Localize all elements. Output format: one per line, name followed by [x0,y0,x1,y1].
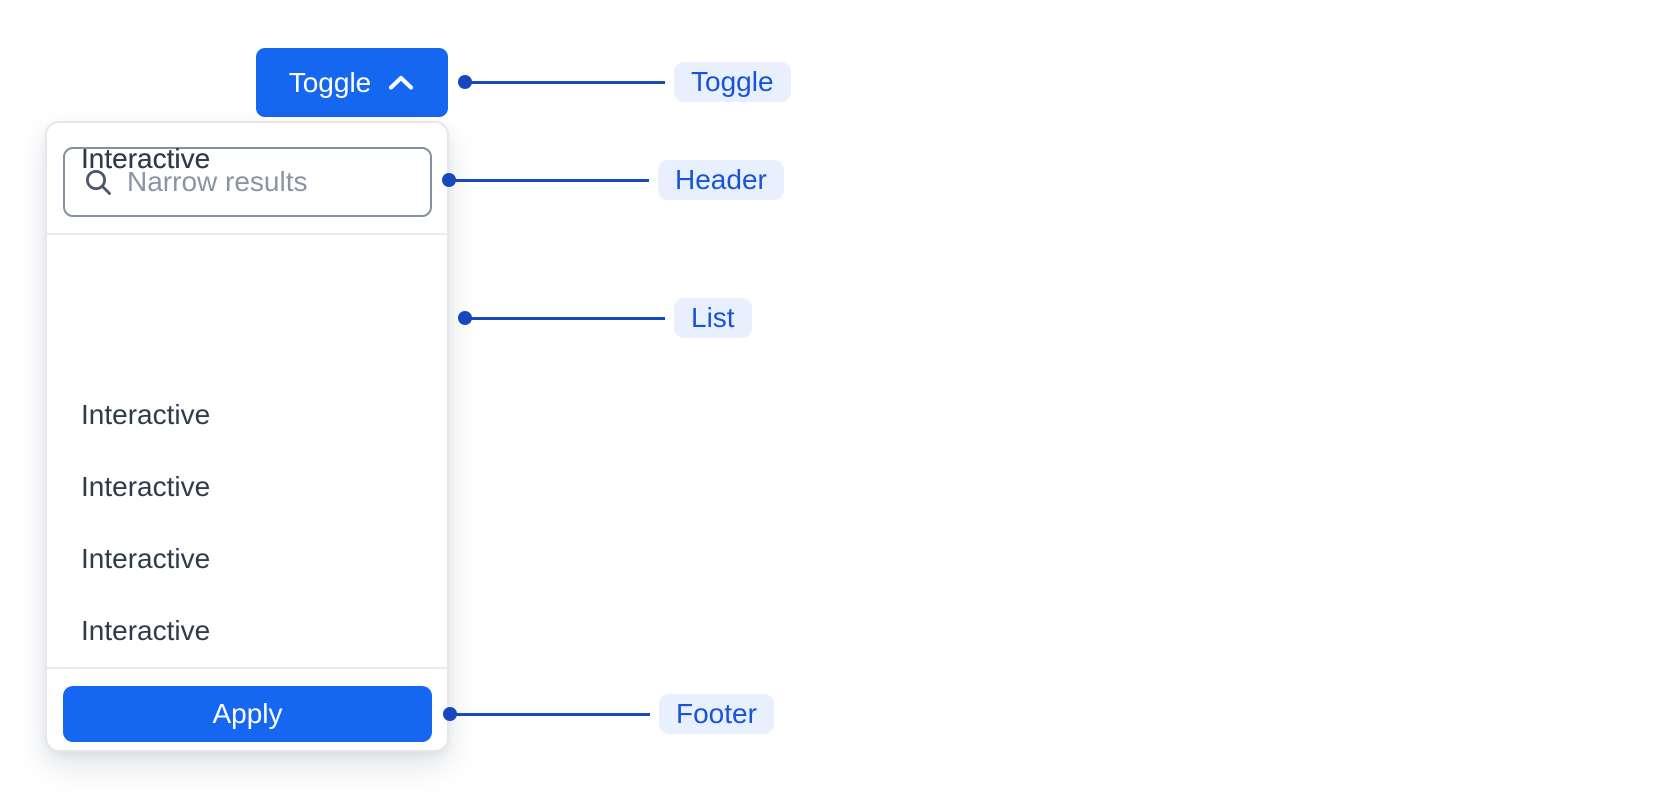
callout-line [470,316,665,320]
callout-line [455,712,650,716]
list-item[interactable]: Interactive [81,143,211,174]
callout-line [454,178,649,182]
list-item[interactable]: Interactive [81,399,211,430]
callout-dot [458,311,472,325]
callout-line [470,80,665,84]
callout-dot [443,707,457,721]
callout-dot [458,75,472,89]
list-item[interactable]: Interactive [81,615,211,646]
callout-label-header: Header [658,160,784,200]
callout-dot [442,173,456,187]
header-divider [47,233,447,235]
footer-divider [47,667,447,669]
search-icon [83,167,113,197]
list-item[interactable]: Interactive [81,143,211,174]
list-item[interactable]: Interactive [81,471,211,502]
search-input[interactable] [127,166,414,198]
dropdown-header [63,147,432,217]
dropdown-menu: Interactive Interactive Interactive Inte… [45,121,449,752]
callout-list: List [458,298,752,338]
toggle-button-label: Toggle [288,66,372,98]
toggle-button[interactable]: Toggle [256,48,448,117]
callout-footer: Footer [443,694,774,734]
callout-label-list: List [674,298,752,338]
callout-label-toggle: Toggle [674,62,791,102]
callout-label-footer: Footer [659,694,774,734]
apply-button[interactable]: Apply [63,686,432,742]
chevron-up-icon [387,74,415,91]
callout-toggle: Toggle [458,62,791,102]
callout-header: Header [442,160,784,200]
list-item[interactable]: Interactive [81,543,211,574]
